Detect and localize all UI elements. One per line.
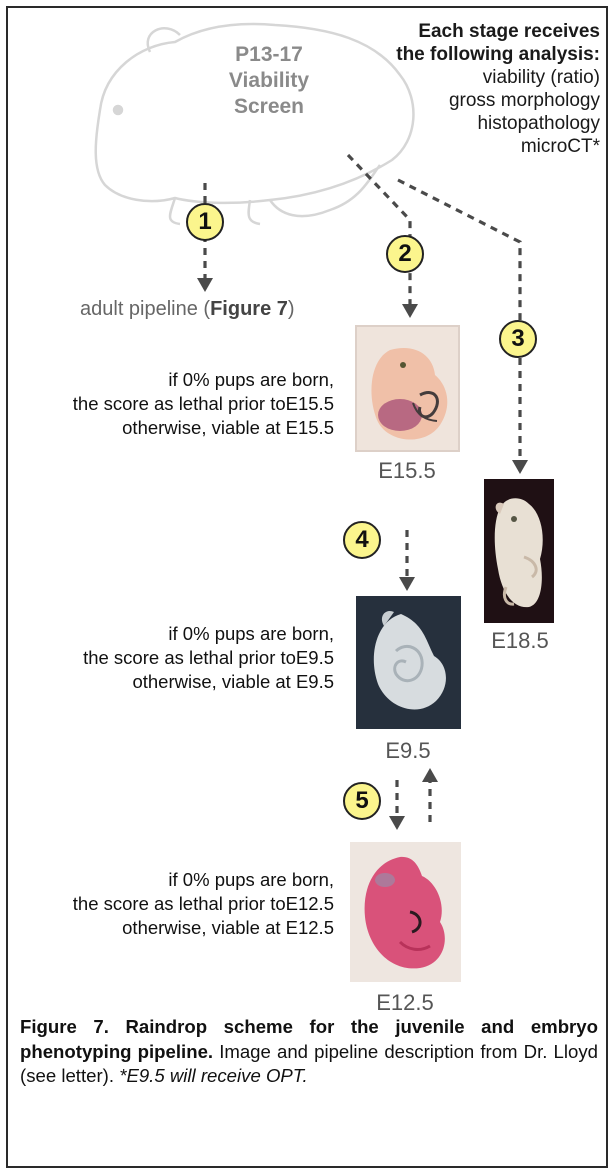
arrow-3-head [512, 460, 528, 474]
analysis-list: Each stage receives the following analys… [396, 20, 600, 158]
stage-label-e185: E18.5 [460, 628, 580, 654]
step-5-badge: 5 [343, 782, 381, 820]
embryo-e155-image [355, 325, 460, 452]
caption-note: *E9.5 will receive OPT. [119, 1065, 307, 1086]
condition-line: otherwise, viable at E15.5 [4, 416, 334, 440]
condition-e155: if 0% pups are born, the score as lethal… [4, 368, 334, 440]
arrow-2-head [402, 304, 418, 318]
title-line: Viability [214, 68, 324, 94]
title-line: Screen [214, 94, 324, 120]
condition-line: the score as lethal prior toE9.5 [4, 646, 334, 670]
step-4-badge: 4 [343, 521, 381, 559]
viability-screen-title: P13-17 Viability Screen [214, 42, 324, 120]
arrow-5-down-head [389, 816, 405, 830]
arrow-1-head [197, 278, 213, 292]
condition-e95: if 0% pups are born, the score as lethal… [4, 622, 334, 694]
step-2-badge: 2 [386, 235, 424, 273]
stage-label-e95: E9.5 [348, 738, 468, 764]
step-3-badge: 3 [499, 320, 537, 358]
condition-line: if 0% pups are born, [4, 622, 334, 646]
condition-line: otherwise, viable at E12.5 [4, 916, 334, 940]
analysis-item: viability (ratio) [396, 66, 600, 89]
figure-reference: Figure 7 [210, 298, 288, 320]
condition-line: the score as lethal prior toE12.5 [4, 892, 334, 916]
analysis-heading: the following analysis: [396, 43, 600, 66]
adult-pipeline-text: adult pipeline ( [80, 298, 210, 320]
arrow-5-up-head [422, 768, 438, 782]
condition-line: otherwise, viable at E9.5 [4, 670, 334, 694]
adult-pipeline-label: adult pipeline (Figure 7) [80, 298, 295, 321]
figure-caption: Figure 7. Raindrop scheme for the juveni… [20, 1015, 598, 1089]
arrow-4-head [399, 577, 415, 591]
adult-pipeline-close: ) [288, 298, 295, 320]
embryo-e95-image [356, 596, 461, 729]
analysis-item: histopathology [396, 112, 600, 135]
embryo-e125-image [350, 842, 461, 982]
title-line: P13-17 [214, 42, 324, 68]
analysis-item: gross morphology [396, 89, 600, 112]
condition-line: if 0% pups are born, [4, 368, 334, 392]
analysis-heading: Each stage receives [396, 20, 600, 43]
stage-label-e125: E12.5 [345, 990, 465, 1016]
stage-label-e155: E15.5 [347, 458, 467, 484]
condition-line: if 0% pups are born, [4, 868, 334, 892]
step-1-badge: 1 [186, 203, 224, 241]
condition-line: the score as lethal prior toE15.5 [4, 392, 334, 416]
analysis-item: microCT* [396, 135, 600, 158]
embryo-e185-image [484, 479, 554, 623]
condition-e125: if 0% pups are born, the score as lethal… [4, 868, 334, 940]
